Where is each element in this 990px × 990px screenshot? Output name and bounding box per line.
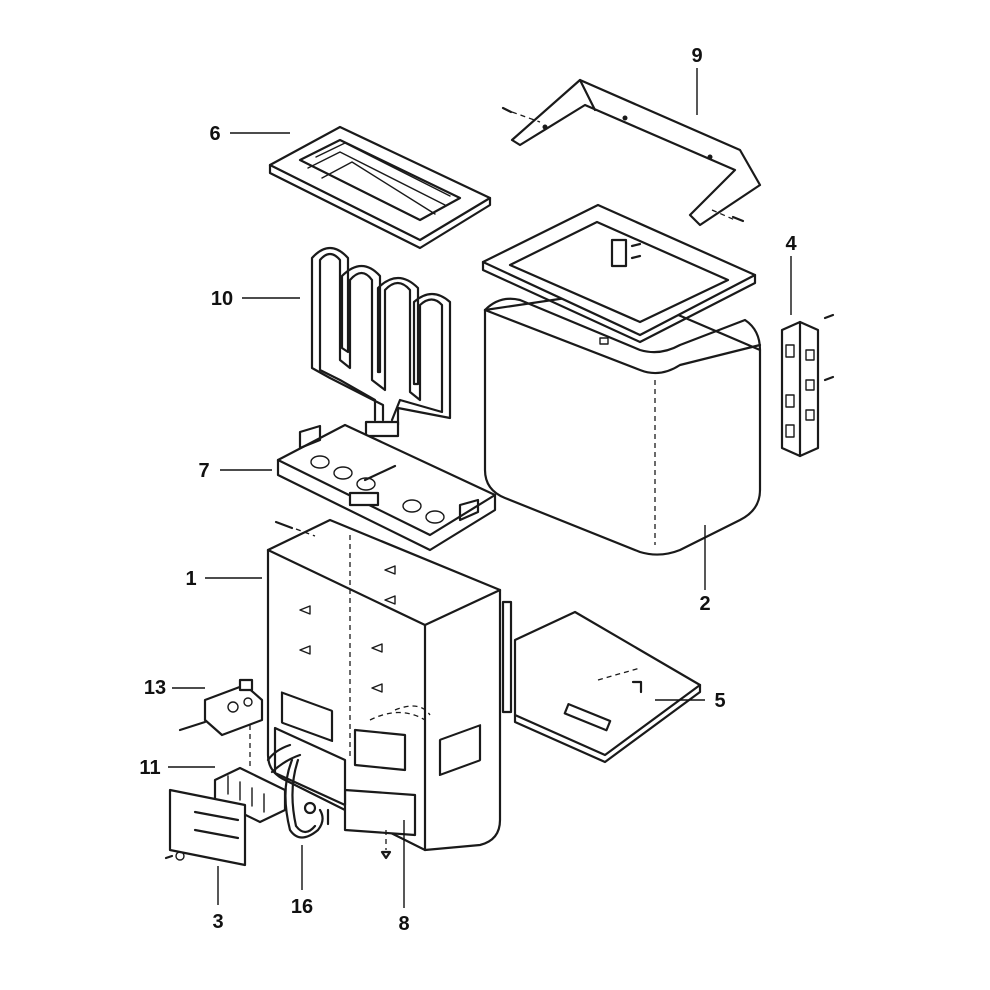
part-3-top-bracket	[501, 78, 762, 227]
part-6-top-grille	[268, 125, 492, 250]
part-9-cover-plate	[164, 788, 247, 867]
callout-16: 16	[291, 896, 313, 918]
part-4-side-bracket	[780, 313, 835, 458]
callout-labels: 9 6 4 10 7 1 2 13 5 11 16 3 8	[139, 45, 797, 935]
part-16-cable	[284, 758, 330, 839]
part-5-base-plate	[501, 600, 702, 764]
callout-8: 8	[398, 913, 409, 935]
part-10-heating-element	[310, 246, 452, 438]
callout-5: 5	[714, 690, 725, 712]
callout-3: 9	[691, 45, 702, 67]
callout-7: 7	[198, 460, 209, 482]
callout-13: 13	[144, 677, 166, 699]
part-13-clamp	[178, 678, 264, 737]
bottom-screw	[380, 830, 392, 860]
part-1-body	[266, 518, 502, 852]
callout-9: 3	[212, 911, 223, 933]
callout-2: 2	[699, 593, 710, 615]
callout-4: 4	[785, 233, 797, 255]
leader-lines	[168, 68, 792, 908]
callout-10: 10	[211, 288, 233, 310]
part-7-tray	[276, 423, 497, 552]
callout-1: 1	[185, 568, 196, 590]
top-screw	[274, 520, 316, 537]
callout-11: 11	[139, 757, 160, 779]
top-frame	[481, 203, 757, 344]
callout-6: 6	[209, 123, 220, 145]
part-2-outer-shell	[483, 288, 762, 556]
